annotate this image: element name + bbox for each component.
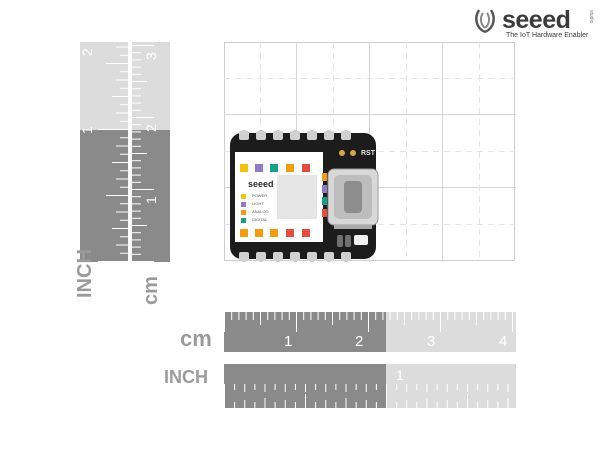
- hruler-cm-number: 1: [284, 333, 292, 350]
- vruler-inch-number: 1: [80, 126, 95, 134]
- brand-name: seeed: [502, 6, 571, 34]
- hruler-cm-number: 3: [427, 333, 435, 350]
- vruler-inch-number: 2: [80, 48, 95, 56]
- rst-label: RST: [361, 150, 375, 157]
- hruler-cm-number: 2: [355, 333, 363, 350]
- top-chips: [240, 164, 310, 172]
- legend-power: POWER: [252, 193, 268, 198]
- horizontal-ruler: 1 2 3 4 1: [224, 312, 516, 408]
- vruler-inch-label: INCH: [74, 249, 96, 298]
- seeed-logo-icon: [475, 9, 495, 34]
- hruler-cm-label: cm: [180, 326, 212, 351]
- pad-left: [339, 150, 345, 156]
- center-panel: [277, 175, 317, 219]
- bottom-chips: [240, 229, 310, 237]
- brand-mark: studio: [588, 10, 594, 24]
- hruler-inch-number: 1: [396, 367, 404, 383]
- hruler-cm-number: 4: [499, 333, 507, 350]
- xiao-board: [230, 130, 379, 262]
- vruler-cm-label: cm: [140, 276, 162, 305]
- vruler-cm-number: 3: [143, 52, 159, 60]
- pad-right: [350, 150, 356, 156]
- vruler-cm-number: 2: [143, 124, 159, 132]
- hruler-inch-label: INCH: [164, 367, 208, 387]
- legend-digital: DIGITAL: [252, 217, 268, 222]
- brand-logo: seeed The IoT Hardware Enabler studio: [470, 6, 595, 40]
- legend-light: LIGHT: [252, 201, 264, 206]
- brand-tagline: The IoT Hardware Enabler: [506, 32, 589, 39]
- legend-analog: ANALOG: [252, 209, 269, 214]
- vertical-ruler: 1 2 1 2 3: [80, 42, 170, 262]
- board-brand: seeed: [248, 179, 274, 189]
- vruler-cm-number: 1: [143, 196, 159, 204]
